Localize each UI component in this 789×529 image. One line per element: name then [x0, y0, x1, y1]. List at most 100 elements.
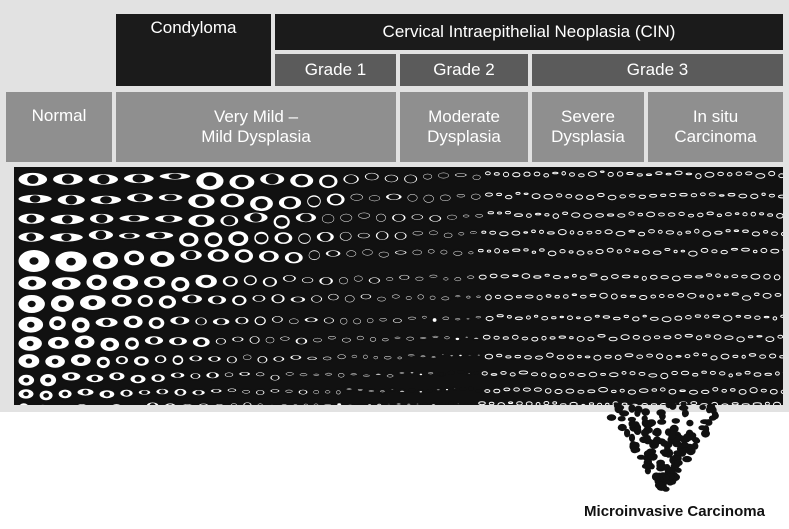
cell — [705, 172, 714, 177]
cell — [475, 372, 478, 374]
cell-nucleus — [229, 389, 235, 391]
cell — [616, 231, 625, 235]
cell-nucleus — [275, 357, 282, 361]
cell — [546, 295, 551, 298]
cell — [765, 373, 772, 375]
cell — [515, 317, 522, 320]
cell — [762, 193, 765, 195]
cell-nucleus — [217, 339, 225, 344]
cell-nucleus — [225, 277, 235, 285]
cell — [726, 230, 730, 232]
cell-nucleus — [212, 296, 221, 303]
cell — [419, 373, 424, 377]
cell — [577, 317, 581, 319]
cell — [724, 294, 728, 296]
cell-nucleus — [28, 301, 36, 307]
cell — [524, 172, 530, 176]
cell-nucleus — [62, 392, 68, 397]
invasive-cell — [657, 419, 666, 425]
cell-nucleus — [163, 298, 172, 305]
cell — [651, 295, 656, 298]
cell — [596, 214, 604, 218]
cell-nucleus — [468, 276, 474, 278]
cell — [545, 389, 551, 394]
cell-nucleus — [351, 194, 362, 200]
grade-1-label: Grade 1 — [305, 60, 366, 80]
invasive-cell — [637, 455, 645, 460]
cell — [620, 195, 626, 198]
cell — [584, 214, 592, 219]
cell — [603, 316, 609, 318]
cell — [742, 296, 750, 301]
cell — [761, 389, 766, 392]
cell — [781, 390, 783, 393]
cell — [504, 250, 509, 253]
cell — [540, 249, 545, 252]
cell — [497, 354, 502, 357]
cell — [622, 275, 630, 278]
cell — [573, 274, 577, 277]
cell — [770, 354, 776, 358]
cell — [598, 335, 605, 338]
cell — [774, 402, 781, 405]
cell — [676, 356, 681, 358]
cell-nucleus — [259, 357, 266, 363]
cell — [715, 231, 722, 234]
cell-nucleus — [52, 359, 59, 364]
cell — [506, 356, 511, 358]
cell-nucleus — [96, 214, 107, 223]
cell — [702, 354, 706, 356]
cell — [751, 274, 760, 279]
cell-nucleus — [254, 296, 263, 302]
cell — [781, 315, 783, 317]
cell-nucleus — [100, 256, 110, 264]
cell-nucleus — [257, 373, 264, 376]
cell — [686, 173, 692, 175]
invasive-cell — [628, 404, 635, 413]
cell-nucleus — [174, 373, 181, 377]
cell — [553, 402, 557, 404]
cell — [516, 192, 520, 194]
cell-nucleus — [23, 392, 29, 396]
cell — [658, 230, 662, 233]
cell — [509, 402, 513, 404]
cell — [406, 403, 412, 405]
cell-nucleus — [92, 279, 101, 286]
cell — [629, 212, 634, 215]
cell-nucleus — [183, 235, 194, 244]
cell — [695, 315, 700, 317]
cell — [734, 230, 738, 232]
cell — [752, 232, 759, 236]
cell — [534, 172, 540, 176]
cell — [552, 317, 556, 319]
cell — [601, 373, 606, 375]
cell-nucleus — [341, 232, 351, 240]
cell — [545, 214, 549, 216]
cell — [769, 194, 774, 197]
cell-nucleus — [129, 254, 139, 262]
cell-nucleus — [100, 360, 107, 366]
cell — [711, 356, 717, 360]
cell-nucleus — [354, 276, 362, 281]
cell — [553, 172, 558, 174]
cell — [760, 213, 764, 215]
cell — [690, 390, 698, 394]
cell — [449, 372, 454, 374]
cell — [506, 211, 511, 213]
cell-nucleus — [157, 356, 164, 362]
cell — [705, 315, 709, 318]
cell-nucleus — [406, 297, 411, 300]
cell — [524, 232, 528, 233]
cell — [498, 403, 505, 405]
cell-nucleus — [300, 374, 307, 376]
cell — [572, 213, 580, 217]
cell — [578, 390, 584, 393]
cell — [760, 355, 766, 358]
cell — [576, 195, 583, 199]
cell-nucleus — [28, 280, 36, 287]
cell — [488, 212, 493, 214]
cell-nucleus — [377, 214, 386, 221]
cell-nucleus — [186, 251, 197, 259]
cell-nucleus — [338, 355, 345, 359]
cell-nucleus — [398, 357, 401, 359]
